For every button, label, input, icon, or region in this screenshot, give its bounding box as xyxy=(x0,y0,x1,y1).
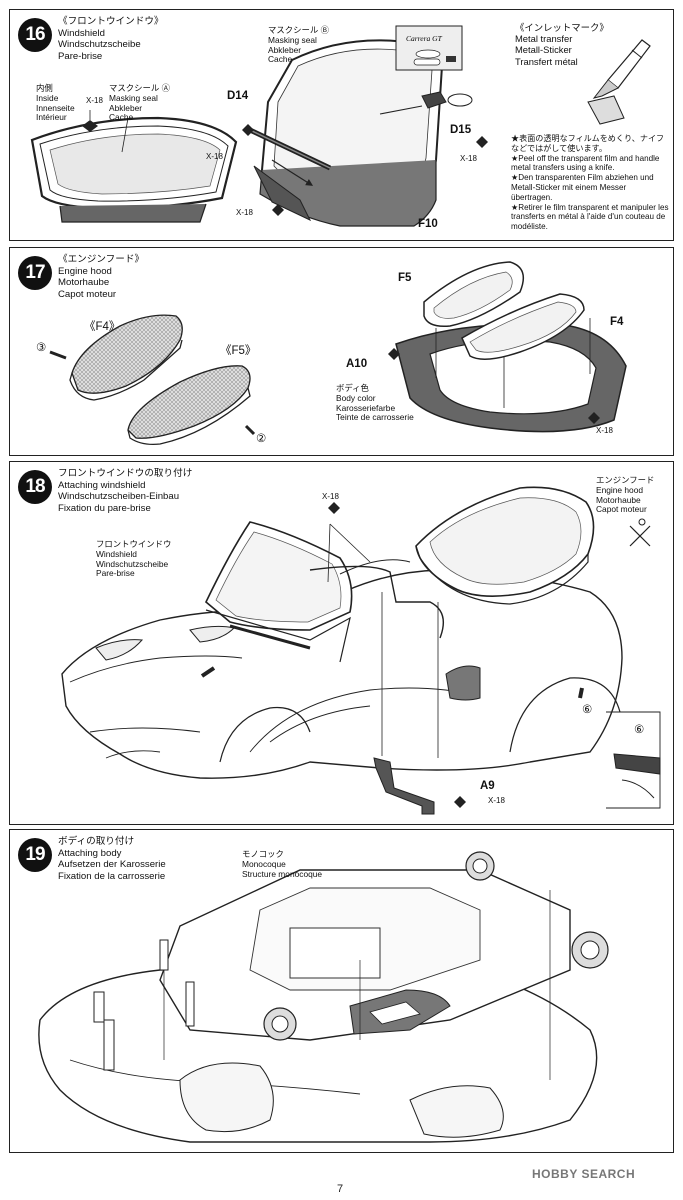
screw-label: X-18 xyxy=(206,152,223,161)
screw-label: X-18 xyxy=(86,96,103,105)
engine-hood-label: エンジンフード Engine hood Motorhaube Capot mot… xyxy=(596,475,655,515)
part-d15: D15 xyxy=(450,124,472,136)
step-title: 《フロントウインドウ》 Windshield Windschutzscheibe… xyxy=(58,16,164,62)
step-19-panel: 19 ボディの取り付け Attaching body Aufsetzen der… xyxy=(9,829,674,1153)
step-number: 17 xyxy=(18,256,52,290)
part-f10: F10 xyxy=(418,218,438,230)
part-f4: F4 xyxy=(610,316,624,328)
windshield-label: フロントウインドウ Windshield Windschutzscheibe P… xyxy=(96,539,172,579)
screw-label: X-18 xyxy=(236,208,253,217)
step-title: 《エンジンフード》 Engine hood Motorhaube Capot m… xyxy=(58,254,145,300)
f4-label: 《F4》 xyxy=(84,321,121,333)
car-body-diagram xyxy=(61,486,661,815)
circle-6: ⑥ xyxy=(582,704,593,716)
hobby-search-watermark: HOBBY SEARCH xyxy=(532,1167,636,1181)
f5-label: 《F5》 xyxy=(220,345,257,357)
chassis-diagram xyxy=(38,851,609,1143)
step-number: 19 xyxy=(18,838,52,872)
circle-2: ② xyxy=(256,433,267,445)
step-number: 18 xyxy=(18,470,52,504)
step-title: ボディの取り付け Attaching body Aufsetzen der Ka… xyxy=(58,836,166,882)
circle-6-inset: ⑥ xyxy=(634,724,645,736)
page-number: 7 xyxy=(337,1183,344,1195)
step-17-panel: 17 《エンジンフード》 Engine hood Motorhaube Capo… xyxy=(9,247,674,456)
screw-label: X-18 xyxy=(322,492,339,501)
screw-label: X-18 xyxy=(488,796,505,805)
screw-label: X-18 xyxy=(460,154,477,163)
body-color-label: ボディ色 Body color Karosseriefarbe Teinte d… xyxy=(336,383,414,423)
step-title: フロントウインドウの取り付け Attaching windshield Wind… xyxy=(58,468,193,514)
part-a9: A9 xyxy=(480,780,495,792)
masking-seal-a-label: マスクシール Ⓐ Masking seal Abkleber Cache xyxy=(109,83,170,123)
circle-3: ③ xyxy=(36,342,47,354)
step-18-panel: 18 フロントウインドウの取り付け Attaching windshield W… xyxy=(9,461,674,825)
step-number: 16 xyxy=(18,18,52,52)
screw-label: X-18 xyxy=(596,426,613,435)
inside-label: 内側 Inside Innenseite Intérieur xyxy=(36,83,75,123)
engine-hood-diagram xyxy=(49,261,627,446)
windshield-diagram: Carrera GT xyxy=(30,25,651,227)
part-a10: A10 xyxy=(346,358,368,370)
part-d14: D14 xyxy=(227,90,249,102)
part-f5: F5 xyxy=(398,272,412,284)
monocoque-label: モノコック Monocoque Structure monocoque xyxy=(242,849,323,879)
transfer-notes: ★表面の透明なフィルムをめくり、ナイフなどではがして使います。 ★Peel of… xyxy=(511,134,669,232)
masking-seal-b-label: マスクシール Ⓑ Masking seal Abkleber Cache xyxy=(268,25,329,65)
transfer-text: Carrera GT xyxy=(406,34,443,43)
inlet-mark-title: 《インレットマーク》 Metal transfer Metall-Sticker… xyxy=(515,22,609,67)
step-16-panel: 16 《フロントウインドウ》 Windshield Windschutzsche… xyxy=(9,9,674,241)
